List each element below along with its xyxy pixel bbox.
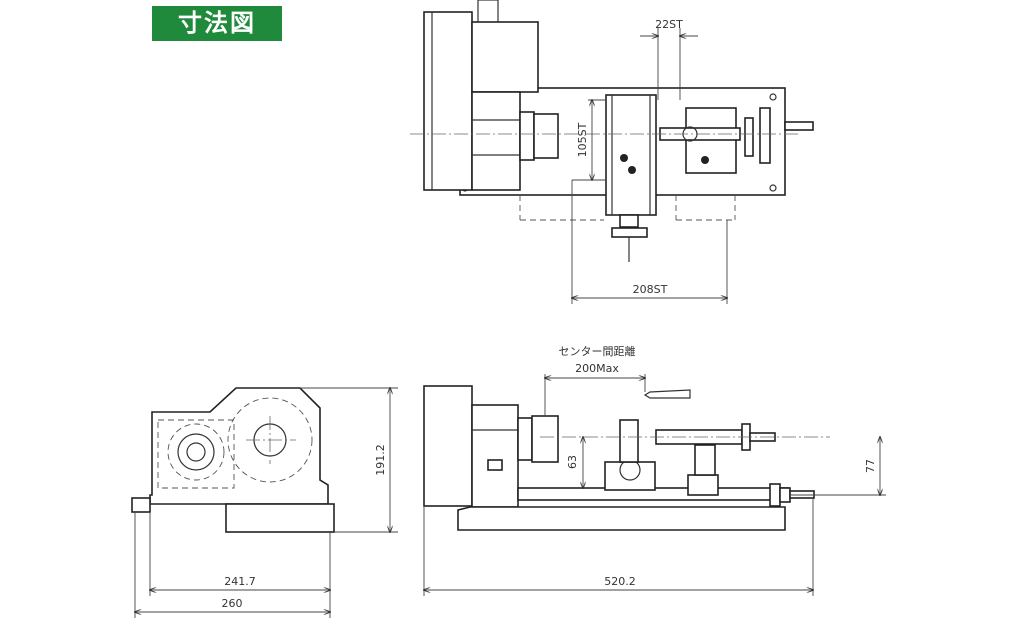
dim-208st: 208ST [633, 283, 668, 296]
dim-241-7: 241.7 [224, 575, 256, 588]
center-distance-label: センター間距離 [559, 344, 636, 358]
dim-63: 63 [566, 455, 579, 469]
dim-105st: 105ST [576, 122, 589, 157]
dim-77: 77 [864, 459, 877, 473]
motor-front [423, 385, 473, 507]
dim-260: 260 [222, 597, 243, 610]
title-badge: 寸法図 [152, 6, 282, 41]
chuck-front [531, 415, 559, 463]
carriage [605, 94, 657, 216]
dim-520-2: 520.2 [604, 575, 636, 588]
top-view: 22ST 105ST 208ST [410, 0, 814, 304]
dim-200max: 200Max [575, 362, 619, 375]
side-view: 191.2 241.7 260 [131, 387, 398, 618]
dim-22st: 22ST [655, 18, 683, 31]
headstock-front [471, 404, 519, 508]
side-housing [149, 387, 329, 505]
headstock-top [471, 21, 539, 93]
motor [423, 11, 473, 191]
dim-191-2: 191.2 [374, 444, 387, 476]
bed-base [457, 506, 786, 531]
headstock-body [471, 91, 521, 191]
front-view: センター間距離 200Max 63 77 520.2 [424, 344, 886, 596]
chuck [533, 113, 559, 159]
tailstock-front [687, 474, 719, 496]
carriage-front [604, 461, 656, 491]
